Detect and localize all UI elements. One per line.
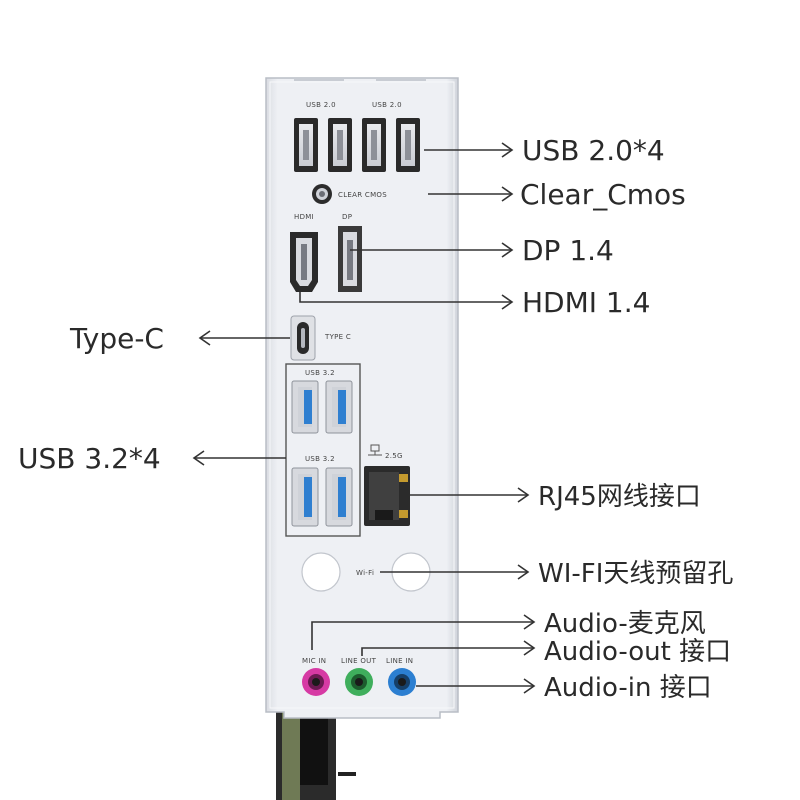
leader-lines — [192, 142, 536, 694]
usb32-outline — [285, 363, 361, 537]
hdmi-label: HDMI — [294, 213, 314, 221]
callout-type-c: Type-C — [69, 322, 164, 355]
line-out-jack[interactable] — [345, 668, 373, 696]
clear-cmos-label: CLEAR CMOS — [338, 191, 387, 199]
callout-audio-in: Audio-in 接口 — [544, 673, 712, 703]
type-c-label: TYPE C — [324, 333, 351, 341]
network-icon — [368, 444, 382, 456]
line-in-jack[interactable] — [388, 668, 416, 696]
line-out-label: LINE OUT — [341, 657, 377, 665]
usb2-port[interactable] — [396, 118, 420, 172]
hdmi-port[interactable] — [290, 232, 318, 292]
callout-hdmi: HDMI 1.4 — [522, 286, 650, 319]
usb2-port[interactable] — [294, 118, 318, 172]
mic-in-label: MIC IN — [302, 657, 326, 665]
mic-in-jack[interactable] — [302, 668, 330, 696]
wifi-label: Wi-Fi — [356, 569, 374, 577]
callout-wifi: WI-FI天线预留孔 — [538, 559, 733, 589]
wifi-antenna-hole-left — [301, 552, 341, 592]
rj45-port[interactable] — [364, 466, 410, 526]
callout-rj45: RJ45网线接口 — [538, 482, 701, 512]
type-c-port[interactable] — [290, 315, 316, 361]
usb32-port[interactable] — [291, 467, 319, 527]
callout-usb32: USB 3.2*4 — [18, 442, 161, 475]
displayport-port[interactable] — [338, 226, 362, 292]
clear-cmos-button[interactable] — [312, 184, 332, 204]
usb32-bottom-label: USB 3.2 — [305, 455, 335, 463]
line-in-label: LINE IN — [386, 657, 413, 665]
callout-clear-cmos: Clear_Cmos — [520, 178, 686, 211]
usb32-port-group — [291, 380, 353, 527]
usb32-top-label: USB 3.2 — [305, 369, 335, 377]
usb32-port[interactable] — [325, 467, 353, 527]
usb2-left-label: USB 2.0 — [306, 101, 336, 109]
callout-usb2: USB 2.0*4 — [522, 134, 665, 167]
usb32-port[interactable] — [325, 380, 353, 434]
dp-label: DP — [342, 213, 352, 221]
usb2-right-label: USB 2.0 — [372, 101, 402, 109]
callout-dp: DP 1.4 — [522, 234, 614, 267]
usb2-port[interactable] — [328, 118, 352, 172]
usb2-port-group — [294, 118, 420, 172]
usb2-port[interactable] — [362, 118, 386, 172]
callout-audio-out: Audio-out 接口 — [544, 637, 731, 667]
usb32-port[interactable] — [291, 380, 319, 434]
callout-audio-mic: Audio-麦克风 — [544, 609, 706, 639]
lan-speed-label: 2.5G — [385, 452, 403, 460]
